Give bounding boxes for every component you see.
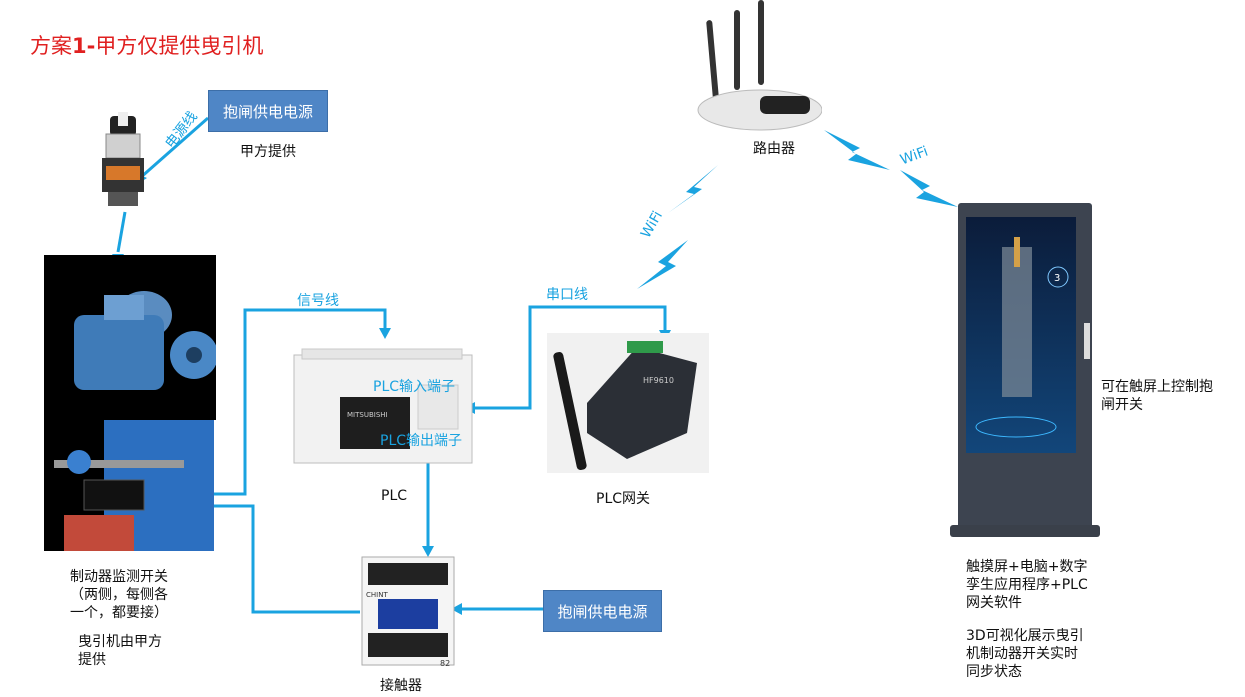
- signal-line-label: 信号线: [297, 293, 339, 309]
- rotary-switch-icon: [102, 112, 144, 206]
- brake-switch-label: 制动器监测开关 （两侧，每侧各 一个，都要接）: [70, 569, 168, 621]
- arrowhead: [451, 603, 462, 615]
- touch-desc-label: 触摸屏+电脑+数字 孪生应用程序+PLC 网关软件: [966, 559, 1088, 611]
- contactor-label: 接触器: [380, 678, 422, 694]
- brake-switch-image: [44, 418, 214, 551]
- touch-screen-kiosk: 3: [958, 203, 1092, 533]
- power-line-top: [139, 116, 209, 180]
- plc-brand-text: MITSUBISHI: [347, 411, 388, 419]
- router-icon: [697, 0, 822, 131]
- contactor-number-text: 82: [440, 659, 450, 668]
- serial-line-label: 串口线: [546, 287, 588, 303]
- switch-to-machine-line: [116, 211, 127, 253]
- touch-screen-display: 3: [966, 217, 1076, 453]
- supplied-by-a-label: 甲方提供: [240, 144, 296, 160]
- lightning-bolt-3: [824, 130, 890, 170]
- plc-output-label: PLC输出端子: [380, 433, 463, 449]
- router-label: 路由器: [753, 141, 795, 157]
- arrowhead: [422, 546, 434, 557]
- power-supply-box-top: 抱闸供电电源: [208, 90, 328, 132]
- plc-gateway-image: HF9610: [547, 333, 709, 473]
- gateway-model-text: HF9610: [643, 376, 674, 385]
- contactor-brand-text: CHINT: [366, 591, 388, 599]
- visual-desc-label: 3D可视化展示曳引 机制动器开关实时 同步状态: [966, 628, 1084, 680]
- screen-number: 3: [1054, 273, 1060, 284]
- plc-device-icon: MITSUBISHI: [293, 348, 473, 464]
- plc-input-label: PLC输入端子: [373, 379, 456, 395]
- plc-gateway-label: PLC网关: [596, 491, 651, 507]
- lightning-bolt-2: [637, 240, 688, 289]
- power-supply-box-bottom: 抱闸供电电源: [543, 590, 662, 632]
- signal-line: [185, 308, 387, 496]
- page-title: 方案1-甲方仅提供曳引机: [30, 34, 264, 58]
- touch-control-label: 可在触屏上控制抱 闸开关: [1101, 379, 1213, 413]
- lightning-bolt-1: [668, 165, 718, 213]
- traction-machine-image: [44, 255, 218, 420]
- serial-line: [475, 305, 667, 410]
- traction-machine-label: 曳引机由甲方 提供: [78, 634, 162, 668]
- lightning-bolt-4: [900, 170, 958, 207]
- arrowhead: [379, 328, 391, 339]
- plc-label: PLC: [381, 488, 408, 504]
- contactor-icon: CHINT 82: [361, 556, 455, 668]
